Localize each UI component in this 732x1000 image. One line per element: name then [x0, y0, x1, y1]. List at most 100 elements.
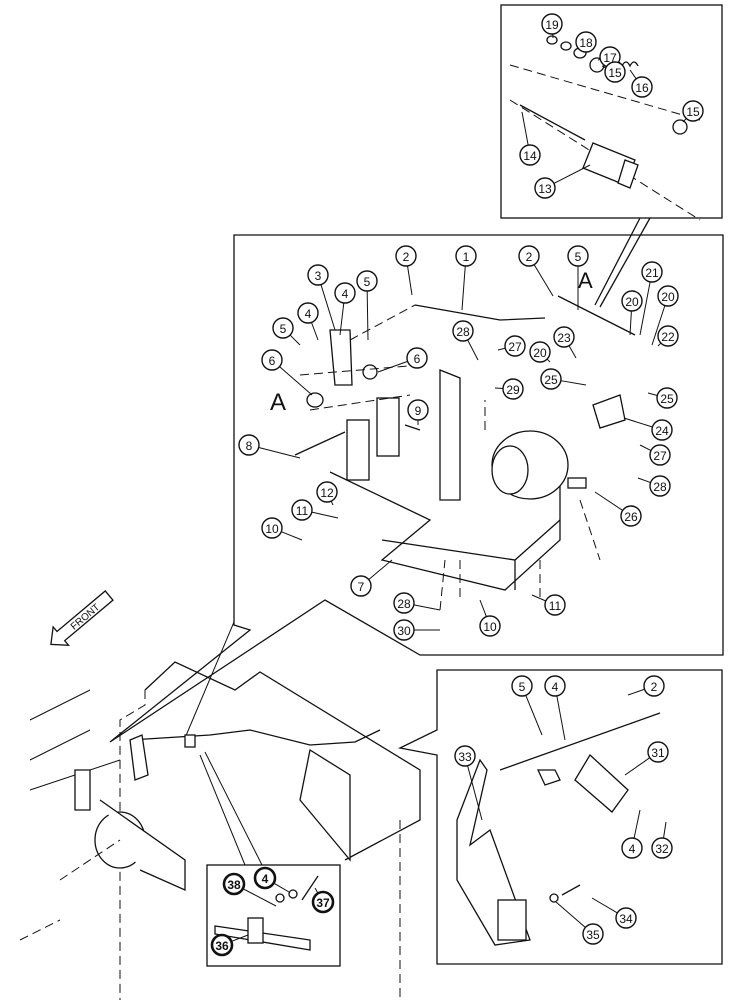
leader-line	[339, 302, 345, 336]
main-assembly-frame	[109, 234, 724, 743]
callout-35: 35	[555, 901, 604, 945]
callout-number: 6	[414, 352, 421, 366]
clamp-detail-parts	[214, 875, 319, 951]
leader-line	[525, 695, 543, 736]
callout-6: 6	[377, 347, 428, 373]
leader-line	[289, 334, 301, 346]
callout-number: 32	[655, 842, 669, 856]
bracket-detail-parts	[456, 712, 661, 946]
callout-circle	[238, 434, 260, 456]
callout-circle	[575, 31, 597, 53]
callout-number: 23	[557, 331, 571, 345]
callout-9: 9	[407, 399, 429, 425]
callout-circle	[261, 517, 283, 539]
callout-number: 28	[653, 480, 667, 494]
callout-circle	[504, 335, 526, 357]
callout-circle	[210, 933, 234, 957]
leader-line	[467, 339, 479, 361]
leader-line	[461, 265, 466, 311]
callout-number: 2	[651, 680, 658, 694]
callout-26: 26	[594, 491, 642, 527]
callout-11: 11	[531, 594, 566, 616]
cable-bracket-frame	[397, 669, 723, 965]
callout-31: 31	[624, 741, 669, 776]
callout-circle	[307, 264, 329, 286]
callout-number: 37	[316, 896, 330, 910]
callout-15: 15	[682, 100, 704, 123]
leader-line	[639, 281, 651, 336]
callout-27: 27	[497, 335, 526, 357]
callout-number: 15	[608, 66, 622, 80]
leader-line	[281, 531, 303, 541]
callout-circle	[291, 499, 313, 521]
callout-28: 28	[452, 320, 479, 361]
callout-24: 24	[623, 417, 673, 441]
callout-circle	[643, 675, 665, 697]
callout-number: 27	[653, 449, 667, 463]
callout-number: 28	[456, 325, 470, 339]
leader-line	[521, 111, 529, 146]
callout-circle	[261, 349, 283, 371]
callout-number: 11	[296, 504, 309, 518]
callout-2: 2	[395, 245, 417, 296]
actuator-parts	[509, 35, 701, 221]
leader-line	[258, 446, 301, 459]
callout-circle	[529, 341, 551, 363]
leader-line	[623, 417, 653, 428]
callout-circle	[540, 368, 562, 390]
leader-line	[555, 901, 586, 928]
callout-16: 16	[629, 69, 653, 98]
callout-circle	[631, 76, 653, 98]
leader-line	[560, 380, 587, 386]
callout-number: 36	[215, 939, 229, 953]
callout-circle	[518, 245, 540, 267]
callout-number: 21	[645, 266, 659, 280]
callout-number: 30	[397, 624, 411, 638]
callout-27: 27	[639, 444, 671, 466]
callout-circle	[502, 378, 524, 400]
callout-number: 27	[508, 340, 522, 354]
callout-number: 34	[619, 912, 633, 926]
leader-line	[629, 69, 637, 80]
callout-number: 29	[506, 383, 520, 397]
callout-22: 22	[657, 325, 679, 347]
callout-number: 4	[262, 872, 269, 886]
callout-number: 18	[579, 36, 593, 50]
callout-circle	[519, 144, 541, 166]
callout-20: 20	[651, 285, 679, 346]
main-assembly-parts	[294, 295, 636, 611]
machine-overview	[19, 661, 421, 1000]
callout-circle	[455, 245, 477, 267]
callout-25: 25	[647, 387, 678, 409]
leader-line	[497, 347, 506, 351]
callout-8: 8	[238, 434, 301, 459]
callout-5: 5	[511, 675, 543, 736]
leader-line	[407, 265, 413, 296]
callout-circle	[407, 399, 429, 421]
callout-number: 16	[635, 81, 649, 95]
callout-1: 1	[455, 245, 477, 311]
callout-11: 11	[291, 499, 339, 521]
leader-line	[479, 599, 487, 617]
callout-circle	[641, 261, 663, 283]
callout-7: 7	[350, 559, 393, 597]
callout-23: 23	[553, 326, 577, 359]
callout-number: 14	[523, 149, 537, 163]
callout-circle	[647, 741, 669, 763]
callout-2: 2	[627, 675, 665, 697]
callout-4: 4	[621, 809, 643, 859]
callout-number: 19	[545, 18, 559, 32]
callout-number: 12	[320, 486, 334, 500]
callout-circle	[582, 923, 604, 945]
callout-circle	[222, 872, 246, 896]
callout-5: 5	[272, 317, 301, 346]
callout-number: 13	[538, 182, 552, 196]
leader-line	[366, 290, 369, 341]
callout-circle	[253, 866, 277, 890]
callout-circle	[656, 387, 678, 409]
leader-line	[531, 594, 547, 602]
callout-6: 6	[261, 349, 313, 396]
